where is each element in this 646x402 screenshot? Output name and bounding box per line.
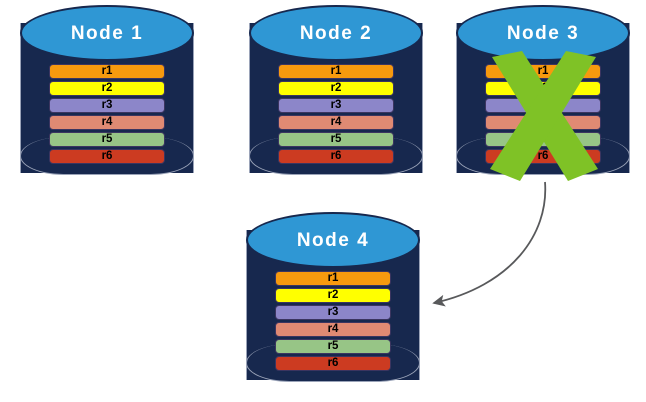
node-title: Node 1 <box>70 22 144 44</box>
cylinder-top-ellipse: Node 1 <box>20 5 194 61</box>
cylinder-top-ellipse: Node 4 <box>246 212 420 268</box>
row-r4[interactable]: r4 <box>278 115 394 130</box>
row-r4[interactable]: r4 <box>275 322 391 337</box>
row-stack: r1 r2 r3 r4 r5 r6 <box>278 64 394 164</box>
row-r3[interactable]: r3 <box>275 305 391 320</box>
cylinder-top-ellipse: Node 3 <box>456 5 630 61</box>
cylinder-top-ellipse: Node 2 <box>249 5 423 61</box>
row-r4[interactable]: r4 <box>49 115 165 130</box>
row-r6[interactable]: r6 <box>275 356 391 371</box>
row-r2[interactable]: r2 <box>485 81 601 96</box>
row-r1[interactable]: r1 <box>485 64 601 79</box>
row-stack: r1 r2 r3 r4 r5 r6 <box>485 64 601 164</box>
node-title: Node 4 <box>296 229 370 251</box>
row-r3[interactable]: r3 <box>485 98 601 113</box>
row-stack: r1 r2 r3 r4 r5 r6 <box>49 64 165 164</box>
row-r4[interactable]: r4 <box>485 115 601 130</box>
row-r6[interactable]: r6 <box>278 149 394 164</box>
row-r5[interactable]: r5 <box>278 132 394 147</box>
row-r1[interactable]: r1 <box>275 271 391 286</box>
node-title: Node 3 <box>506 22 580 44</box>
row-r6[interactable]: r6 <box>49 149 165 164</box>
row-r5[interactable]: r5 <box>485 132 601 147</box>
node-title: Node 2 <box>299 22 373 44</box>
row-r1[interactable]: r1 <box>278 64 394 79</box>
row-r3[interactable]: r3 <box>278 98 394 113</box>
row-r6[interactable]: r6 <box>485 149 601 164</box>
row-r5[interactable]: r5 <box>49 132 165 147</box>
row-stack: r1 r2 r3 r4 r5 r6 <box>275 271 391 371</box>
row-r2[interactable]: r2 <box>49 81 165 96</box>
row-r2[interactable]: r2 <box>275 288 391 303</box>
node-node2[interactable]: Node 2 r1 r2 r3 r4 r5 r6 <box>249 5 423 187</box>
row-r2[interactable]: r2 <box>278 81 394 96</box>
row-r3[interactable]: r3 <box>49 98 165 113</box>
node-node3[interactable]: Node 3 r1 r2 r3 r4 r5 r6 <box>456 5 630 187</box>
node-node1[interactable]: Node 1 r1 r2 r3 r4 r5 r6 <box>20 5 194 187</box>
row-r1[interactable]: r1 <box>49 64 165 79</box>
row-r5[interactable]: r5 <box>275 339 391 354</box>
node-node4[interactable]: Node 4 r1 r2 r3 r4 r5 r6 <box>246 212 420 394</box>
